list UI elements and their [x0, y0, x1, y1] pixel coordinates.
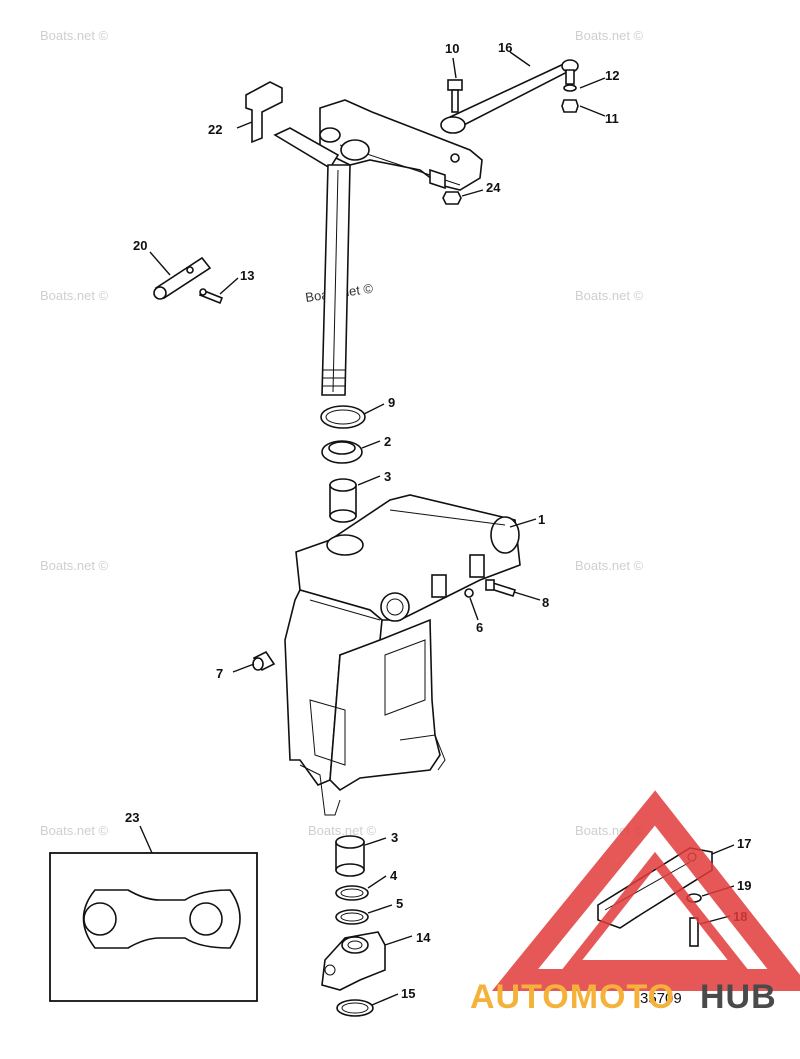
- callout-13: 13: [240, 268, 254, 283]
- part-11-nut: [561, 99, 579, 113]
- callout-12: 12: [605, 68, 619, 83]
- part-3-bushing-lower: [335, 835, 365, 877]
- watermark: Boats.net ©: [308, 823, 377, 838]
- part-14-yoke: [321, 931, 386, 991]
- callout-7: 7: [216, 666, 223, 681]
- part-15-ring: [336, 999, 374, 1017]
- watermark: Boats.net ©: [40, 28, 109, 43]
- part-18-bolt: [689, 917, 699, 947]
- part-12-washer: [563, 84, 577, 92]
- steering-arm-assembly: [273, 99, 483, 191]
- part-20-pin: [153, 256, 212, 300]
- watermark: Boats.net ©: [575, 558, 644, 573]
- callout-3-upper: 3: [384, 469, 391, 484]
- brand-text-primary: AUTOMOTO: [470, 978, 675, 1016]
- part-5-ring: [335, 909, 369, 925]
- callout-2: 2: [384, 434, 391, 449]
- callout-23: 23: [125, 810, 139, 825]
- part-13-cotter-pin: [198, 288, 224, 305]
- callout-3-lower: 3: [391, 830, 398, 845]
- callout-10: 10: [445, 41, 459, 56]
- part-1-swivel-bracket: [284, 494, 521, 816]
- callout-14: 14: [416, 930, 431, 945]
- part-9-oring: [320, 405, 366, 429]
- part-4-ring: [335, 885, 369, 901]
- automotohub-logo-icon: [491, 790, 800, 991]
- part-10-bolt: [447, 79, 463, 113]
- leader-lines: [139, 51, 735, 1006]
- callout-numbers: 22 10 16 12 11 24 20 13 9 2 3 1 8 6 7 23…: [125, 40, 751, 1001]
- callout-9: 9: [388, 395, 395, 410]
- callout-19: 19: [737, 878, 751, 893]
- callout-16: 16: [498, 40, 512, 55]
- part-3-bushing-upper: [329, 478, 357, 523]
- part-8-bolt: [485, 579, 517, 598]
- part-2-seal: [321, 440, 363, 464]
- callout-6: 6: [476, 620, 483, 635]
- part-22-bracket: [245, 81, 283, 144]
- part-23-gasket: [49, 852, 258, 1002]
- watermark: Boats.net ©: [575, 28, 644, 43]
- callout-15: 15: [401, 986, 415, 1001]
- part-7-bushing: [252, 650, 276, 672]
- callout-22: 22: [208, 122, 222, 137]
- callout-11: 11: [605, 111, 619, 126]
- part-24-nut: [442, 191, 462, 205]
- callout-17: 17: [737, 836, 751, 851]
- diagram-number: 35709: [640, 990, 682, 1007]
- watermark: Boats.net ©: [40, 558, 109, 573]
- watermark: Boats.net ©: [575, 288, 644, 303]
- watermark: Boats.net ©: [40, 823, 109, 838]
- steering-shaft: [321, 164, 351, 396]
- part-6-nut: [464, 588, 474, 598]
- callout-24: 24: [486, 180, 501, 195]
- watermark: Boats.net ©: [40, 288, 109, 303]
- callout-5: 5: [396, 896, 403, 911]
- brand-text-secondary: HUB: [700, 978, 777, 1016]
- callout-20: 20: [133, 238, 147, 253]
- callout-1: 1: [538, 512, 545, 527]
- callout-4: 4: [390, 868, 398, 883]
- callout-8: 8: [542, 595, 549, 610]
- part-16-link: [440, 59, 579, 134]
